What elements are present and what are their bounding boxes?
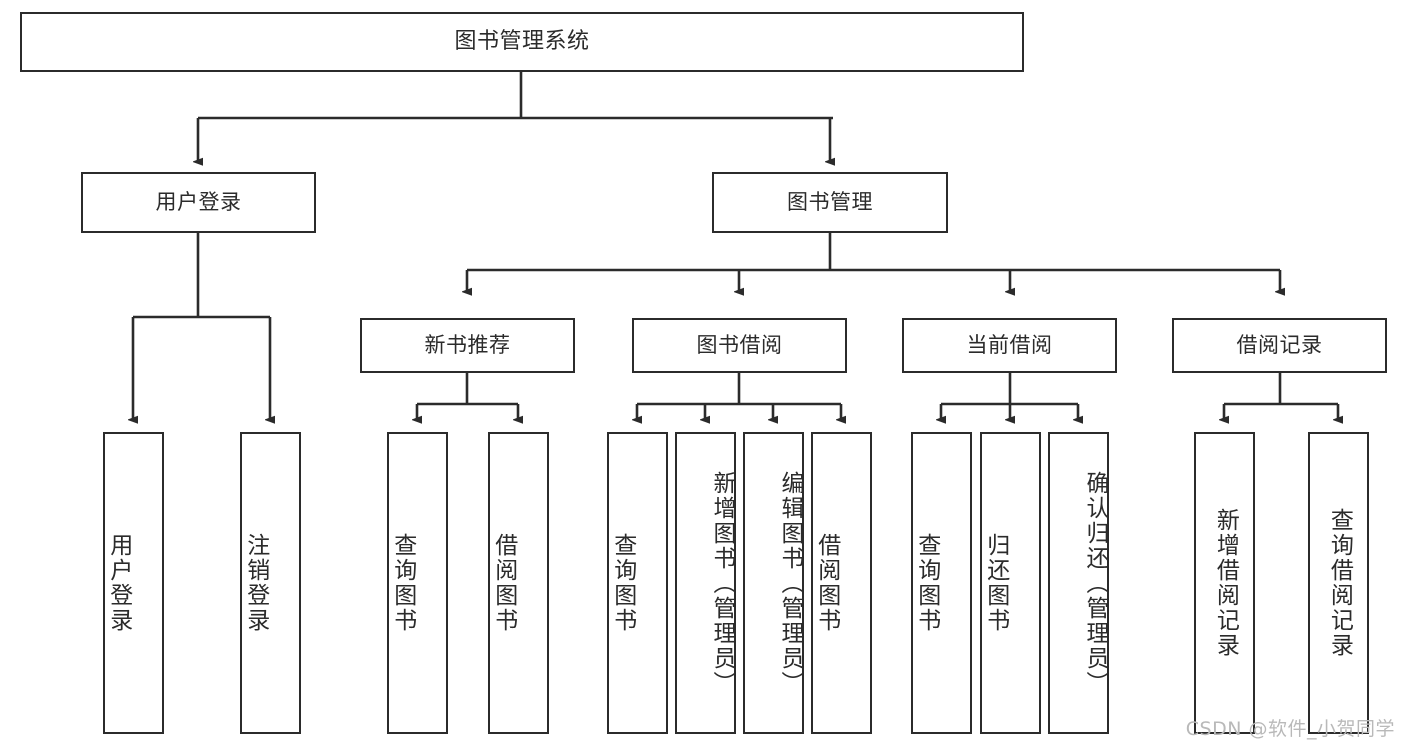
leaf-borrow-book-newbook[interactable]: 借阅图书 [488,432,549,734]
node-label: 当前借阅 [966,332,1053,357]
leaf-borrow-book[interactable]: 借阅图书 [811,432,872,734]
node-label: 借阅记录 [1236,332,1323,357]
leaf-logout[interactable]: 注销登录 [240,432,301,734]
node-label: 注销登录 [242,533,269,633]
node-book-management[interactable]: 图书管理 [712,172,948,233]
node-label: 借阅图书 [813,533,840,633]
node-label: 借阅图书 [490,533,517,633]
node-label: 查询图书 [913,533,940,633]
node-label: 新增借阅记录 [1212,508,1239,658]
leaf-user-login[interactable]: 用户登录 [103,432,164,734]
leaf-query-book-borrow[interactable]: 查询图书 [607,432,668,734]
leaf-edit-book-admin[interactable]: 编辑图书（管理员） [743,432,804,734]
leaf-add-book-admin[interactable]: 新增图书（管理员） [675,432,736,734]
node-label: 用户登录 [105,533,132,633]
leaf-confirm-return-admin[interactable]: 确认归还（管理员） [1048,432,1109,734]
node-label: 用户登录 [155,189,242,214]
node-borrow-record[interactable]: 借阅记录 [1172,318,1387,373]
node-label: 归还图书 [982,533,1009,633]
node-label: 新书推荐 [424,332,511,357]
node-current-borrow[interactable]: 当前借阅 [902,318,1117,373]
node-label: 新增图书（管理员） [709,470,735,696]
leaf-query-borrow-record[interactable]: 查询借阅记录 [1308,432,1369,734]
node-root-book-management-system[interactable]: 图书管理系统 [20,12,1024,72]
node-label: 查询图书 [389,533,416,633]
node-book-borrow[interactable]: 图书借阅 [632,318,847,373]
node-label: 编辑图书（管理员） [777,470,803,696]
leaf-query-book-current[interactable]: 查询图书 [911,432,972,734]
node-label: 查询图书 [609,533,636,633]
node-user-login[interactable]: 用户登录 [81,172,316,233]
node-label: 图书管理 [787,189,873,214]
leaf-query-book-newbook[interactable]: 查询图书 [387,432,448,734]
leaf-return-book[interactable]: 归还图书 [980,432,1041,734]
watermark-credit: CSDN @软件_小贺同学 [1185,718,1395,740]
node-label: 图书管理系统 [454,28,590,54]
node-label: 查询借阅记录 [1326,508,1353,658]
leaf-add-borrow-record[interactable]: 新增借阅记录 [1194,432,1255,734]
node-label: 图书借阅 [696,332,783,357]
node-new-book-recommend[interactable]: 新书推荐 [360,318,575,373]
node-label: 确认归还（管理员） [1082,470,1108,696]
